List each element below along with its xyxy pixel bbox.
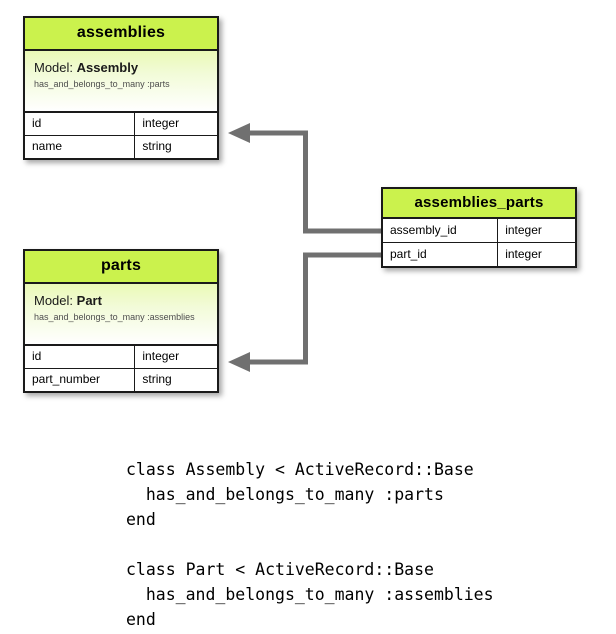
column-name: id [25,346,136,368]
er-table-title: assemblies_parts [383,189,575,219]
arrowhead-assemblies [228,123,250,143]
er-table-title: parts [25,251,217,284]
table-row[interactable]: assembly_id integer [383,219,575,243]
table-row[interactable]: part_id integer [383,243,575,266]
er-table-title: assemblies [25,18,217,51]
er-association-line: has_and_belongs_to_many :assemblies [34,311,195,322]
er-model-name: Part [76,293,102,308]
er-model-name: Assembly [76,60,139,75]
column-name: part_id [383,243,499,266]
column-type: integer [498,219,575,242]
column-type: string [135,369,217,391]
er-model-line: Model: Assembly [34,60,208,76]
table-row[interactable]: id integer [25,113,217,136]
column-type: integer [135,113,217,135]
column-name: part_number [25,369,136,391]
er-table-parts[interactable]: parts Model: Part has_and_belongs_to_man… [23,249,219,393]
column-name: name [25,136,136,158]
table-row[interactable]: name string [25,136,217,158]
column-type: string [135,136,217,158]
er-table-assemblies-parts[interactable]: assemblies_parts assembly_id integer par… [381,187,577,268]
column-type: integer [135,346,217,368]
table-row[interactable]: part_number string [25,369,217,391]
code-sample: class Assembly < ActiveRecord::Base has_… [126,459,494,629]
table-row[interactable]: id integer [25,346,217,369]
er-model-label: Model: [34,60,74,75]
column-name: id [25,113,136,135]
column-type: integer [498,243,575,266]
arrowhead-parts [228,352,250,372]
er-table-assemblies[interactable]: assemblies Model: Assembly has_and_belon… [23,16,219,160]
connector-part-id [244,252,381,365]
connector-assembly-id [244,130,381,234]
er-association-line: has_and_belongs_to_many :parts [34,78,170,89]
er-model-label: Model: [34,293,74,308]
er-table-note: Model: Assembly has_and_belongs_to_many … [25,51,217,113]
er-table-note: Model: Part has_and_belongs_to_many :ass… [25,284,217,346]
er-model-line: Model: Part [34,293,208,309]
column-name: assembly_id [383,219,499,242]
